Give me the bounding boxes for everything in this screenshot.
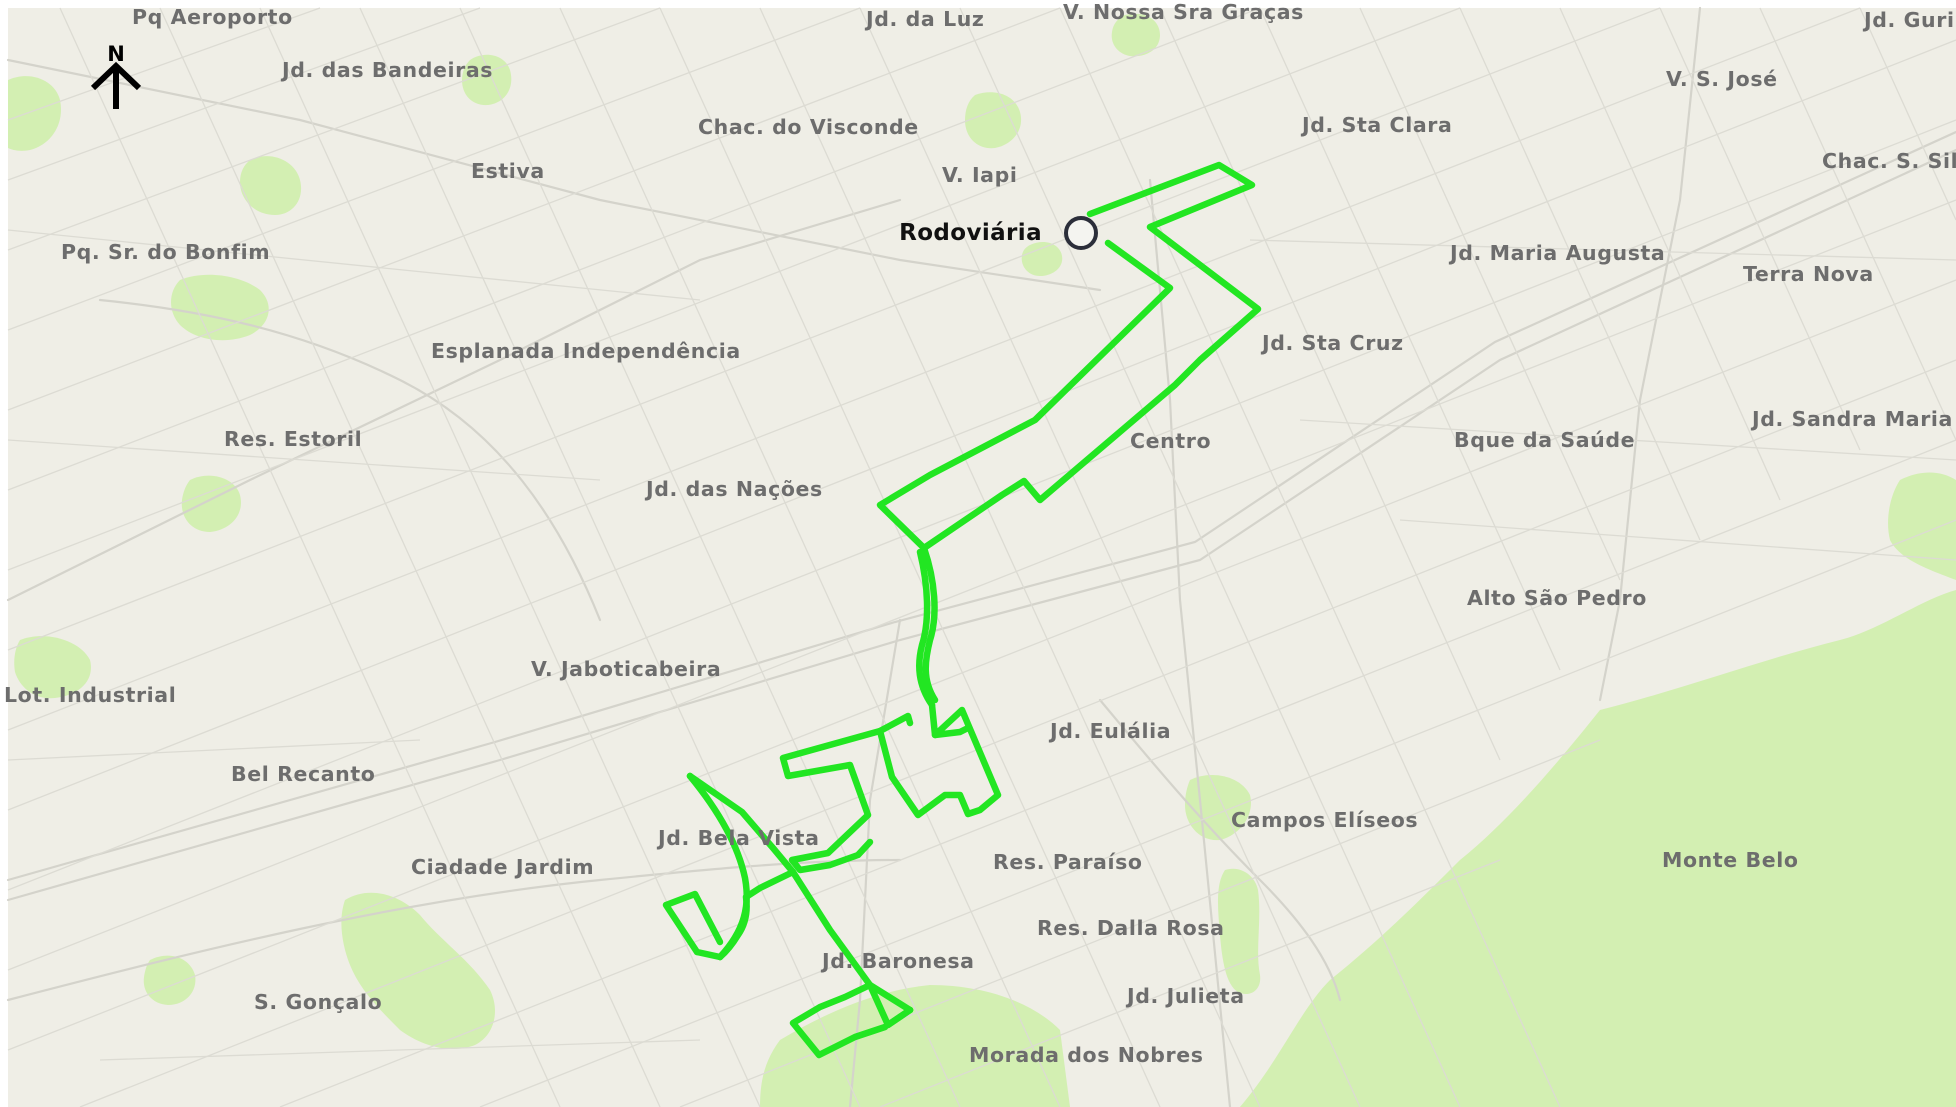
route-west-small [662,890,724,961]
park-creek-south [1217,868,1261,995]
label-jd-das-bandeiras: Jd. das Bandeiras [280,58,493,82]
route-southbound [789,868,914,1014]
label-jd-maria-augusta: Jd. Maria Augusta [1448,241,1665,265]
label-jd-das-nacoes: Jd. das Nações [644,477,823,501]
label-alto-sao-pedro: Alto São Pedro [1467,586,1647,610]
north-letter: N [107,42,125,66]
label-jd-bela-vista: Jd. Bela Vista [656,826,820,850]
park-west-lot [14,636,91,699]
avenue-east-curve [1598,6,1702,702]
label-jd-sta-clara: Jd. Sta Clara [1300,113,1452,137]
park-north-2 [1111,13,1160,57]
label-jd-sandra-maria: Jd. Sandra Maria [1750,407,1953,431]
avenue-south-ns [848,618,902,1107]
route-spine-north [920,544,939,704]
avenue-west-diag [6,198,902,602]
label-lot-industrial: Lot. Industrial [4,683,176,707]
route-south-link [884,1006,914,1029]
north-arrow-icon [90,61,142,109]
label-res-estoril: Res. Estoril [224,427,362,451]
street-grid-minor [7,7,1956,1107]
label-ciadade-jardim: Ciadade Jardim [411,855,594,879]
park-southwest [341,892,495,1050]
label-terra-nova: Terra Nova [1743,262,1874,286]
route-east-inner [931,724,972,739]
label-bel-recanto: Bel Recanto [231,762,375,786]
neighborhood-labels: Pq Aeroporto Jd. da Luz V. Nossa Sra Gra… [4,0,1956,1067]
route-north-loop [876,161,1262,552]
park-west-3 [181,475,241,532]
route-spine-north-2 [916,548,936,709]
label-morada-dos-nobres: Morada dos Nobres [969,1043,1204,1067]
label-v-nossa-sra-gracas: V. Nossa Sra Graças [1063,0,1304,24]
park-west-2 [240,156,302,215]
route-crescent-outer [686,772,750,961]
label-v-iapi: V. Iapi [942,163,1018,187]
label-v-jaboticabeira: V. Jaboticabeira [531,657,721,681]
label-pq-sr-do-bonfim: Pq. Sr. do Bonfim [61,240,270,264]
park-southeast-large [1240,590,1956,1107]
label-monte-belo: Monte Belo [1662,848,1799,872]
avenue-north [6,58,1102,292]
bus-station-circle-icon[interactable] [1064,216,1098,250]
label-jd-sta-cruz: Jd. Sta Cruz [1260,331,1404,355]
label-campos-eliseos: Campos Elíseos [1231,808,1418,832]
label-bque-da-saude: Bque da Saúde [1454,428,1635,452]
park-east-edge [1888,472,1956,580]
label-centro: Centro [1130,429,1211,453]
route-south-loop [789,981,914,1059]
park-southwest-2 [143,955,196,1005]
avenue-center-ns [1148,178,1232,1107]
park-west-edge [8,76,61,151]
park-south-center [760,985,1070,1107]
bus-route [662,161,1262,1059]
rodoviaria-label: Rodoviária [899,220,1042,246]
label-jd-guri: Jd. Guri [1862,8,1955,32]
rodoviaria-hub[interactable]: Rodoviária [899,216,1098,250]
label-jd-julieta: Jd. Julieta [1125,984,1245,1008]
avenue-rail-corridor [6,148,1956,902]
label-chac-do-visconde: Chac. do Visconde [698,115,919,139]
label-chac-s-sil: Chac. S. Sil [1822,149,1956,173]
label-jd-baronesa: Jd. Baronesa [820,949,975,973]
park-areas [8,13,1956,1107]
label-res-paraiso: Res. Paraíso [993,850,1143,874]
label-jd-eulalia: Jd. Eulália [1048,719,1171,743]
label-jd-da-luz: Jd. da Luz [864,7,984,31]
label-pq-aeroporto: Pq Aeroporto [132,5,293,29]
north-arrow: N [90,42,142,109]
park-rodoviaria [1021,242,1063,276]
street-network [6,6,1956,1107]
label-estiva: Estiva [471,159,545,183]
park-north-iapi [965,92,1022,149]
label-res-dalla-rosa: Res. Dalla Rosa [1037,916,1225,940]
route-middle-loop [779,727,884,874]
label-s-goncalo: S. Gonçalo [254,990,382,1014]
avenue-west-ring [98,298,602,622]
label-esplanada-independencia: Esplanada Independência [431,339,741,363]
avenue-rail-corridor-2 [6,130,1956,882]
label-v-s-jose: V. S. José [1666,67,1778,91]
